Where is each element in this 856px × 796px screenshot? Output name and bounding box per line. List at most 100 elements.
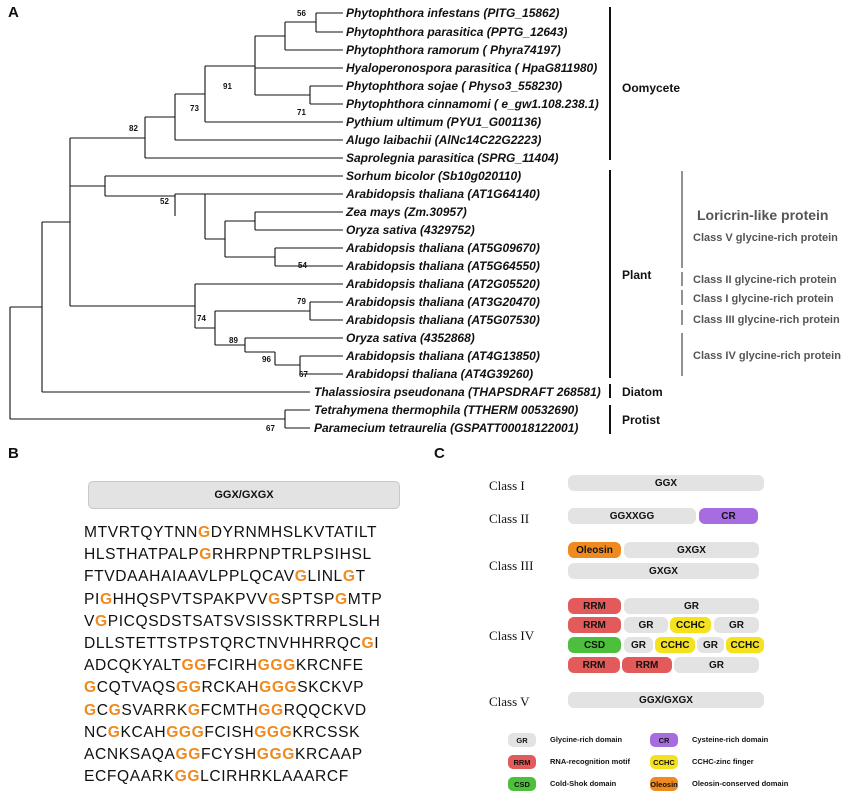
glycine-residue: G bbox=[268, 590, 281, 608]
glycine-residue: GG bbox=[181, 657, 208, 675]
class-iv-label: Class IV glycine-rich protein bbox=[693, 350, 841, 362]
glycine-residue: GG bbox=[175, 746, 201, 764]
sequence-segment: KRCNFE bbox=[295, 657, 364, 675]
class-iv-gr-domain: GR bbox=[624, 617, 668, 633]
sequence-segment: SPTSP bbox=[280, 590, 335, 608]
legend-gr-text: Glycine-rich domain bbox=[550, 735, 623, 744]
class-v-domain: GGX/GXGX bbox=[568, 692, 764, 708]
class-iv-gr-domain: GR bbox=[714, 617, 759, 633]
class-iv-title: Class IV bbox=[489, 628, 535, 643]
sequence-line: GCQTVAQSGGRCKAHGGGSKCKVP bbox=[84, 677, 382, 699]
class-iv-csd-domain: CSD bbox=[568, 637, 621, 653]
class-i-ggx-domain: GGX bbox=[568, 475, 764, 491]
glycine-residue: GG bbox=[258, 701, 284, 719]
taxon-label: Saprolegnia parasitica (SPRG_11404) bbox=[346, 151, 559, 165]
glycine-residue: G bbox=[361, 635, 375, 653]
sequence-line: FTVDAAHAIAAVLPPLQCAVGLINLGT bbox=[84, 566, 382, 588]
sequence-segment: FCYSH bbox=[200, 746, 257, 764]
glycine-residue: GG bbox=[176, 679, 202, 697]
taxon-label: Hyaloperonospora parasitica ( HpaG811980… bbox=[346, 61, 597, 75]
class-iv-cchc-domain: CCHC bbox=[726, 637, 764, 653]
class-iv-rrm-domain: RRM bbox=[622, 657, 672, 673]
class-ii-title: Class II bbox=[489, 511, 530, 526]
glycine-residue: G bbox=[84, 679, 97, 697]
taxon-labels: Phytophthora infestans (PITG_15862) Phyt… bbox=[314, 6, 601, 435]
sequence-segment: FCIRH bbox=[207, 657, 258, 675]
group-diatom: Diatom bbox=[622, 385, 663, 399]
class-i-title: Class I bbox=[489, 478, 525, 493]
bootstrap-value: 89 bbox=[229, 336, 238, 345]
sequence-line: PIGHHQSPVTSPAKPVVGSPTSPGMTP bbox=[84, 589, 382, 611]
sequence-segment: KRCAAP bbox=[295, 746, 363, 764]
class-iii-oleosin-domain: Oleosin bbox=[568, 542, 621, 558]
tree-branches bbox=[9, 12, 343, 429]
sequence-segment: FCMTH bbox=[200, 701, 259, 719]
sequence-line: MTVRTQYTNNGDYRNMHSLKVTATILT bbox=[84, 522, 382, 544]
taxon-label: Arabidopsis thaliana (AT3G20470) bbox=[345, 295, 540, 309]
sequence-segment: KRCSSK bbox=[292, 723, 361, 741]
bootstrap-value: 96 bbox=[262, 355, 271, 364]
sequence-segment: PICQSDSTSATSVSISSKTRRPLSLH bbox=[107, 612, 381, 630]
glycine-residue: G bbox=[342, 568, 356, 586]
glycine-residue: GGG bbox=[254, 723, 293, 741]
bootstrap-value: 52 bbox=[160, 197, 169, 206]
group-plant: Plant bbox=[622, 268, 651, 282]
sequence-segment: RCKAH bbox=[201, 679, 260, 697]
sequence-segment: T bbox=[355, 568, 366, 586]
class-iv-gr-domain: GR bbox=[697, 637, 724, 653]
taxon-label: Alugo laibachii (AlNc14C22G2223) bbox=[345, 133, 541, 147]
bootstrap-value: 67 bbox=[299, 370, 308, 379]
sequence-line: HLSTHATPALPGRHRPNPTRLPSIHSL bbox=[84, 544, 382, 566]
glycine-residue: GGG bbox=[259, 679, 298, 697]
sequence-segment: FTVDAAHAIAAVLPPLQCAV bbox=[84, 568, 295, 586]
taxon-label: Oryza sativa (4352868) bbox=[346, 331, 475, 345]
glycine-residue: G bbox=[294, 568, 308, 586]
class-v-label: Class V glycine-rich protein bbox=[693, 232, 838, 244]
bootstrap-value: 91 bbox=[223, 82, 232, 91]
taxon-label: Oryza sativa (4329752) bbox=[346, 223, 475, 237]
sequence-segment: NC bbox=[84, 723, 108, 741]
class-iii-gxgx-domain-2: GXGX bbox=[568, 563, 759, 579]
sequence-segment: HHQSPVTSPAKPVV bbox=[112, 590, 269, 608]
sequence-segment: CQTVAQS bbox=[96, 679, 177, 697]
bootstrap-value: 56 bbox=[297, 9, 306, 18]
sequence-segment: PI bbox=[84, 590, 100, 608]
sequence-segment: DLLSTETTSTPSTQRCTNVHHRRQC bbox=[84, 635, 362, 653]
taxon-label: Phytophthora ramorum ( Phyra74197) bbox=[346, 43, 561, 57]
sequence-line: DLLSTETTSTPSTQRCTNVHHRRQCGI bbox=[84, 633, 382, 655]
sequence-segment: ACNKSAQA bbox=[84, 746, 176, 764]
panel-b-label: B bbox=[8, 445, 19, 462]
glycine-residue: GG bbox=[174, 768, 201, 786]
taxon-label: Phytophthora infestans (PITG_15862) bbox=[346, 6, 559, 20]
legend-cr-swatch: CR bbox=[650, 733, 678, 747]
taxon-label: Phytophthora cinnamomi ( e_gw1.108.238.1… bbox=[346, 97, 599, 111]
taxon-label: Arabidopsis thaliana (AT1G64140) bbox=[345, 187, 540, 201]
glycine-residue: G bbox=[199, 546, 212, 564]
sequence-segment: SKCKVP bbox=[297, 679, 365, 697]
legend-cr-text: Cysteine-rich domain bbox=[692, 735, 769, 744]
glycine-residue: G bbox=[107, 723, 121, 741]
class-ii-ggxxgg-domain: GGXXGG bbox=[568, 508, 696, 524]
glycine-residue: G bbox=[95, 612, 108, 630]
sequence-segment: FCISH bbox=[204, 723, 255, 741]
sequence-segment: I bbox=[374, 635, 380, 653]
taxon-label: Zea mays (Zm.30957) bbox=[345, 205, 467, 219]
group-protist: Protist bbox=[622, 413, 660, 427]
sequence-segment: RQQCKVD bbox=[283, 701, 367, 719]
taxon-label: Pythium ultimum (PYU1_G001136) bbox=[346, 115, 541, 129]
sequence-segment: MTVRTQYTNN bbox=[84, 524, 198, 541]
taxon-label: Phytophthora sojae ( Physo3_558230) bbox=[346, 79, 562, 93]
class-iv-cchc-domain: CCHC bbox=[655, 637, 695, 653]
motif-bar: GGX/GXGX bbox=[88, 481, 400, 509]
glycine-residue: G bbox=[84, 701, 97, 719]
sequence-segment: V bbox=[84, 612, 96, 630]
sequence-line: GCGSVARRKGFCMTHGGRQQCKVD bbox=[84, 700, 382, 722]
class-iii-label: Class III glycine-rich protein bbox=[693, 314, 840, 326]
glycine-residue: GGG bbox=[256, 746, 295, 764]
class-iv-rrm-domain: RRM bbox=[568, 598, 621, 614]
sequence-line: ECFQAARKGGLCIRHRKLAAARCF bbox=[84, 766, 382, 788]
class-iii-gxgx-domain: GXGX bbox=[624, 542, 759, 558]
taxon-label: Phytophthora parasitica (PPTG_12643) bbox=[346, 25, 567, 39]
class-ii-label: Class II glycine-rich protein bbox=[693, 274, 837, 286]
taxon-label: Paramecium tetraurelia (GSPATT0001812200… bbox=[314, 421, 578, 435]
